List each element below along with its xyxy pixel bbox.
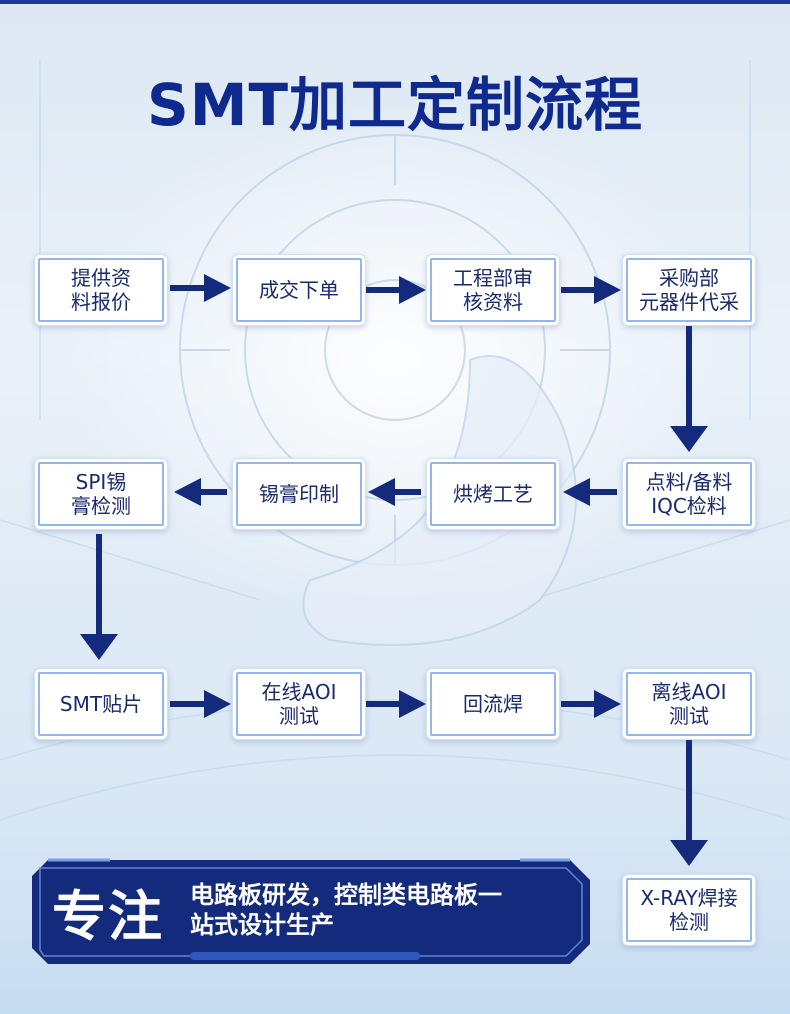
step-solder-paste-printing: 锡膏印制 bbox=[232, 458, 366, 530]
step-label: 点料/备料 IQC检料 bbox=[645, 470, 733, 518]
page-title: SMT加工定制流程 bbox=[146, 71, 644, 139]
step-label: 成交下单 bbox=[259, 278, 339, 302]
banner-headline: 专注 bbox=[52, 885, 164, 948]
step-xray-inspection: X-RAY焊接 检测 bbox=[622, 874, 756, 946]
arrow-left-1 bbox=[563, 478, 617, 506]
step-spi-inspection: SPI锡 膏检测 bbox=[34, 458, 168, 530]
arrow-down-3 bbox=[670, 740, 708, 866]
arrow-left-2 bbox=[368, 478, 421, 506]
step-offline-aoi: 离线AOI 测试 bbox=[622, 668, 756, 740]
banner-frame bbox=[32, 858, 590, 964]
step-label: 回流焊 bbox=[463, 692, 523, 716]
arrow-down-1 bbox=[670, 326, 708, 452]
arrow-right-4 bbox=[170, 690, 231, 718]
step-quote: 提供资 料报价 bbox=[34, 254, 168, 326]
step-label: 在线AOI 测试 bbox=[261, 680, 337, 728]
arrow-left-3 bbox=[174, 478, 227, 506]
arrow-right-1 bbox=[170, 274, 231, 302]
step-label: 烘烤工艺 bbox=[453, 482, 533, 506]
step-baking: 烘烤工艺 bbox=[426, 458, 560, 530]
step-component-purchasing: 采购部 元器件代采 bbox=[622, 254, 756, 326]
step-iqc-inspection: 点料/备料 IQC检料 bbox=[622, 458, 756, 530]
step-order: 成交下单 bbox=[232, 254, 366, 326]
arrow-right-5 bbox=[366, 690, 426, 718]
arrow-right-2 bbox=[366, 276, 426, 304]
step-label: 锡膏印制 bbox=[259, 482, 339, 506]
arrow-right-6 bbox=[561, 690, 621, 718]
arrow-down-2 bbox=[80, 534, 118, 660]
step-label: 离线AOI 测试 bbox=[651, 680, 727, 728]
step-label: 提供资 料报价 bbox=[71, 266, 131, 314]
step-label: SMT贴片 bbox=[59, 692, 143, 716]
step-smt-placement: SMT贴片 bbox=[34, 668, 168, 740]
step-label: 采购部 元器件代采 bbox=[639, 266, 739, 314]
step-inline-aoi: 在线AOI 测试 bbox=[232, 668, 366, 740]
step-label: 工程部审 核资料 bbox=[453, 266, 533, 314]
step-label: SPI锡 膏检测 bbox=[71, 470, 131, 518]
step-reflow-soldering: 回流焊 bbox=[426, 668, 560, 740]
banner-description: 电路板研发，控制类电路板一 站式设计生产 bbox=[190, 881, 502, 939]
step-label: X-RAY焊接 检测 bbox=[640, 886, 738, 934]
step-engineering-review: 工程部审 核资料 bbox=[426, 254, 560, 326]
arrow-right-3 bbox=[561, 276, 621, 304]
